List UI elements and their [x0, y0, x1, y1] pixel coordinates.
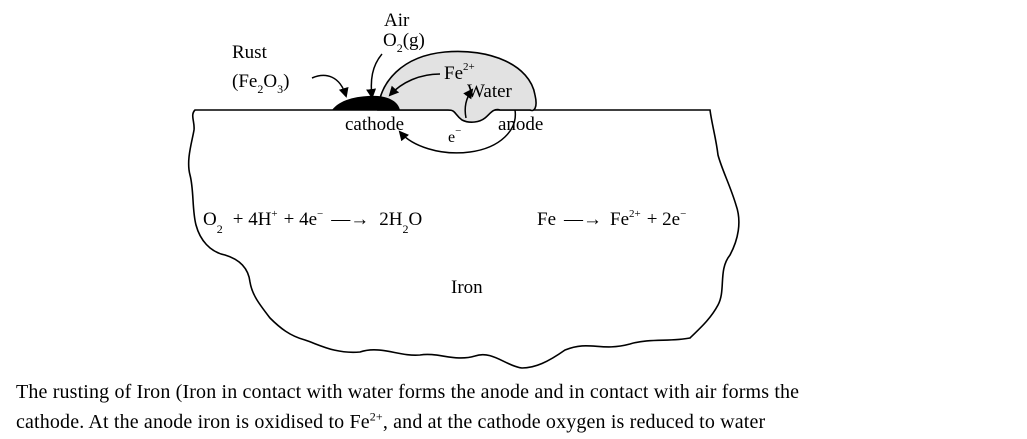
fe-ion-arrow — [388, 73, 441, 97]
anode-reaction-equation: Fe—→Fe2++ 2e− — [537, 208, 686, 230]
figure-caption: The rusting of Iron (Iron in contact wit… — [16, 377, 1016, 437]
oxygen-gas-label: O2(g) — [383, 30, 425, 55]
caption-line-1: The rusting of Iron (Iron in contact wit… — [16, 381, 800, 403]
caption-fe-charge: 2+ — [369, 409, 383, 424]
anode-label: anode — [498, 114, 543, 135]
water-droplet — [377, 50, 537, 123]
rust-label: Rust — [232, 42, 268, 63]
oxygen-arrow — [366, 53, 383, 99]
electron-label: e− — [448, 125, 461, 146]
water-label: Water — [467, 81, 513, 102]
rusting-diagram: Air O2(g) Rust (Fe2O3) Fe2+ Water cathod… — [187, 10, 740, 369]
rust-formula: (Fe2O3) — [232, 71, 289, 96]
rust-arrow — [311, 74, 349, 98]
iron-label: Iron — [451, 277, 483, 298]
fe-ion-label: Fe2+ — [444, 61, 475, 84]
caption-line-2-start: cathode. At the anode iron is oxidised t… — [16, 411, 370, 433]
caption-line-2-end: , and at the cathode oxygen is reduced t… — [382, 411, 766, 433]
cathode-label: cathode — [345, 114, 404, 135]
iron-block-outline — [187, 109, 740, 369]
electron-flow-arrow — [398, 109, 516, 154]
caption-line-2: cathode. At the anode iron is oxidised t… — [16, 407, 1016, 437]
water-arrow — [463, 88, 474, 119]
rust-patch — [332, 95, 400, 110]
air-label: Air — [384, 10, 410, 31]
cathode-reaction-equation: O2+ 4H++ 4e−—→2H2O — [203, 208, 422, 236]
